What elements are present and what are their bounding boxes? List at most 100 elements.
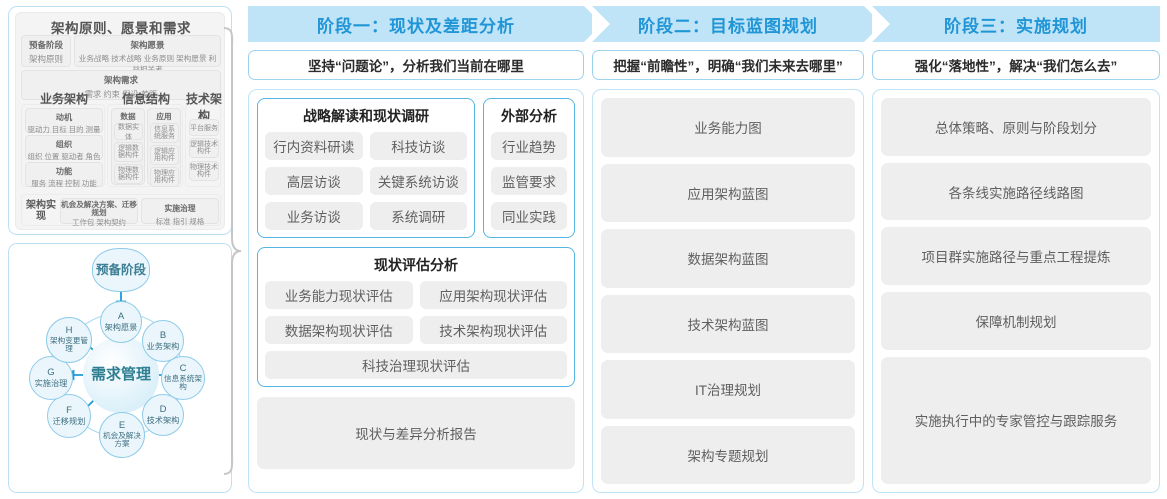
togaf-organization-sub: 组织 位置 驱动者 角色	[27, 152, 101, 161]
chip-item[interactable]: 高层访谈	[265, 167, 363, 195]
stage-2-header: 阶段二：目标蓝图规划	[592, 6, 882, 42]
stage-2-item-label: 技术架构蓝图	[687, 317, 769, 333]
stage-2-item[interactable]: IT治理规划	[601, 360, 855, 419]
stage-2-column: 阶段二：目标蓝图规划 把握“前瞻性”，明确“我们未来去哪里” 业务能力图 应用架…	[592, 6, 882, 493]
stage-3-item-label: 项目群实施路径与重点工程提炼	[921, 250, 1111, 266]
chip-item[interactable]: 行业趋势	[491, 132, 567, 160]
stage-3-item[interactable]: 项目群实施路径与重点工程提炼	[881, 227, 1151, 286]
adm-node-h-key: H	[65, 325, 73, 337]
chip-row: 高层访谈 关键系统访谈	[265, 167, 467, 195]
stage-2-item[interactable]: 数据架构蓝图	[601, 229, 855, 288]
stage-1-subtitle: 坚持“问题论”，分析我们当前在哪里	[248, 50, 584, 80]
chip-item[interactable]: 科技治理现状评估	[265, 351, 567, 379]
stage-3-subtitle-label: 强化“落地性”，解决“我们怎么去”	[914, 59, 1118, 74]
brace-connector	[223, 27, 242, 475]
stage-2-subtitle: 把握“前瞻性”，明确“我们未来去哪里”	[592, 50, 864, 80]
chip-item[interactable]: 关键系统访谈	[369, 167, 467, 195]
togaf-governance-sub: 标准 指引 规格	[155, 217, 205, 226]
adm-node-c[interactable]: C 信息系统架构	[161, 356, 205, 400]
togaf-vision-sub: 业务战略 技术战略 业务原则 架构愿景 利益相关者	[78, 54, 217, 74]
chip-label: 科技访谈	[391, 140, 446, 155]
adm-node-e[interactable]: E 机会及解决方案	[99, 412, 145, 458]
stage-3-item[interactable]: 总体策略、原则与阶段划分	[881, 98, 1151, 156]
adm-node-c-label: 信息系统架构	[164, 373, 202, 392]
chip-item[interactable]: 监管要求	[491, 167, 567, 195]
stage-2-item[interactable]: 应用架构蓝图	[601, 163, 855, 222]
togaf-title: 架构原则、愿景和需求	[51, 21, 191, 36]
togaf-data-head: 数据	[120, 112, 136, 121]
adm-node-a-label: 架构愿景	[104, 322, 138, 332]
group-strategy-research-title: 战略解读和现状调研	[303, 108, 429, 124]
togaf-requirements-box: 架构需求 需求 约束 假设 差距	[21, 70, 221, 100]
adm-node-f[interactable]: F 迁移规划	[47, 394, 91, 438]
togaf-realization-label: 架构实现	[26, 200, 56, 222]
stage-2-item-label: 业务能力图	[694, 121, 762, 137]
group-strategy-research: 战略解读和现状调研 行内资料研读 科技访谈 高层访谈 关键系统访谈 业务访谈 系…	[257, 98, 475, 238]
togaf-application-item: 信息系统服务	[150, 123, 179, 143]
chip-item[interactable]: 业务能力现状评估	[265, 281, 413, 309]
stage-3-item-label: 保障机制规划	[975, 315, 1057, 331]
chip-item[interactable]: 行内资料研读	[265, 132, 363, 160]
adm-node-b[interactable]: B 业务架构	[142, 320, 184, 362]
togaf-prelim-head: 预备阶段	[28, 40, 63, 50]
adm-node-a[interactable]: A 架构愿景	[100, 301, 142, 343]
adm-node-g[interactable]: G 实施治理	[29, 356, 73, 400]
stage-3-item[interactable]: 实施执行中的专家管控与跟踪服务	[881, 356, 1151, 484]
chip-row: 行业趋势	[491, 132, 567, 160]
chip-label: 数据架构现状评估	[284, 324, 393, 339]
chip-item[interactable]: 系统调研	[369, 202, 467, 230]
adm-node-prep-label: 预备阶段	[95, 263, 146, 277]
stage-3-item[interactable]: 保障机制规划	[881, 292, 1151, 350]
togaf-function-box: 功能 服务 流程 控制 功能	[25, 162, 103, 188]
chip-item[interactable]: 数据架构现状评估	[265, 316, 413, 344]
togaf-requirements-head: 架构需求	[103, 75, 138, 85]
chip-label: 行业趋势	[502, 140, 556, 155]
adm-node-prep[interactable]: 预备阶段	[92, 248, 150, 292]
chip-item[interactable]: 技术架构现状评估	[419, 316, 567, 344]
stage-2-body: 业务能力图 应用架构蓝图 数据架构蓝图 技术架构蓝图 IT治理规划 架构专题规划	[592, 89, 864, 493]
left-panel: 架构原则、愿景和需求 预备阶段 架构原则 架构愿景 业务战略 技术战略 业务原则…	[8, 6, 232, 493]
togaf-organization-box: 组织 组织 位置 驱动者 角色	[25, 135, 103, 161]
togaf-governance-box: 实施治理 标准 指引 规格	[141, 198, 219, 226]
togaf-prelim-box: 预备阶段 架构原则	[21, 35, 71, 67]
adm-node-h[interactable]: H 架构变更管理	[46, 317, 92, 363]
chip-item[interactable]: 业务访谈	[265, 202, 363, 230]
chip-label: 应用架构现状评估	[439, 289, 548, 304]
togaf-realization-row: 架构实现 机会及解决方案、迁移规划 工作包 架构契约 实施治理 标准 指引 规格	[21, 194, 221, 227]
adm-node-e-key: E	[118, 420, 126, 432]
togaf-technical-item: 物理技术构件	[189, 161, 219, 181]
chip-row: 科技治理现状评估	[265, 351, 567, 379]
chip-label: 监管要求	[502, 175, 556, 190]
stage-1-header: 阶段一：现状及差距分析	[248, 6, 602, 42]
adm-node-d[interactable]: D 技术架构	[142, 394, 184, 436]
stage-2-item[interactable]: 业务能力图	[601, 98, 855, 157]
togaf-business-arch-title: 业务架构	[39, 92, 88, 106]
adm-cycle-card: 预备阶段 需求管理 A 架构愿景 B 业务架构 C 信息系统架构	[8, 243, 232, 493]
chip-label: 高层访谈	[286, 175, 341, 190]
chip-label: 同业实践	[502, 210, 556, 225]
chip-item[interactable]: 科技访谈	[369, 132, 467, 160]
togaf-information-structure-column: 信息结构 数据 数据实体 逻辑数据构件 物理数据构件	[107, 92, 183, 187]
togaf-requirements-sub: 需求 约束 假设 差距	[84, 90, 158, 99]
togaf-vision-box: 架构愿景 业务战略 技术战略 业务原则 架构愿景 利益相关者	[74, 35, 221, 74]
stage-1-report-chip[interactable]: 现状与差异分析报告	[257, 397, 575, 469]
stage-3-subtitle: 强化“落地性”，解决“我们怎么去”	[872, 50, 1160, 80]
adm-node-a-key: A	[117, 311, 125, 323]
togaf-motivation-box: 动机 驱动力 目标 目的 测量	[25, 108, 103, 134]
togaf-function-head: 功能	[55, 167, 73, 176]
stage-2-item[interactable]: 架构专题规划	[601, 425, 855, 484]
togaf-technical-item: 逻辑技术构件	[189, 138, 219, 158]
stage-3-header-label: 阶段三：实施规划	[944, 16, 1088, 36]
stage-2-item[interactable]: 技术架构蓝图	[601, 294, 855, 353]
togaf-data-item: 逻辑数据构件	[114, 142, 143, 162]
chip-row: 业务访谈 系统调研	[265, 202, 467, 230]
stage-2-item-label: 数据架构蓝图	[687, 252, 769, 268]
chip-item[interactable]: 应用架构现状评估	[419, 281, 567, 309]
chip-item[interactable]: 同业实践	[491, 202, 567, 230]
togaf-data-item: 数据实体	[114, 123, 143, 141]
stage-3-item[interactable]: 各条线实施路径线路图	[881, 162, 1151, 221]
togaf-framework-card: 架构原则、愿景和需求 预备阶段 架构原则 架构愿景 业务战略 技术战略 业务原则…	[8, 6, 232, 235]
group-current-state-assessment: 现状评估分析 业务能力现状评估 应用架构现状评估 数据架构现状评估 技术架构现状…	[257, 247, 575, 387]
togaf-governance-head: 实施治理	[164, 204, 196, 213]
